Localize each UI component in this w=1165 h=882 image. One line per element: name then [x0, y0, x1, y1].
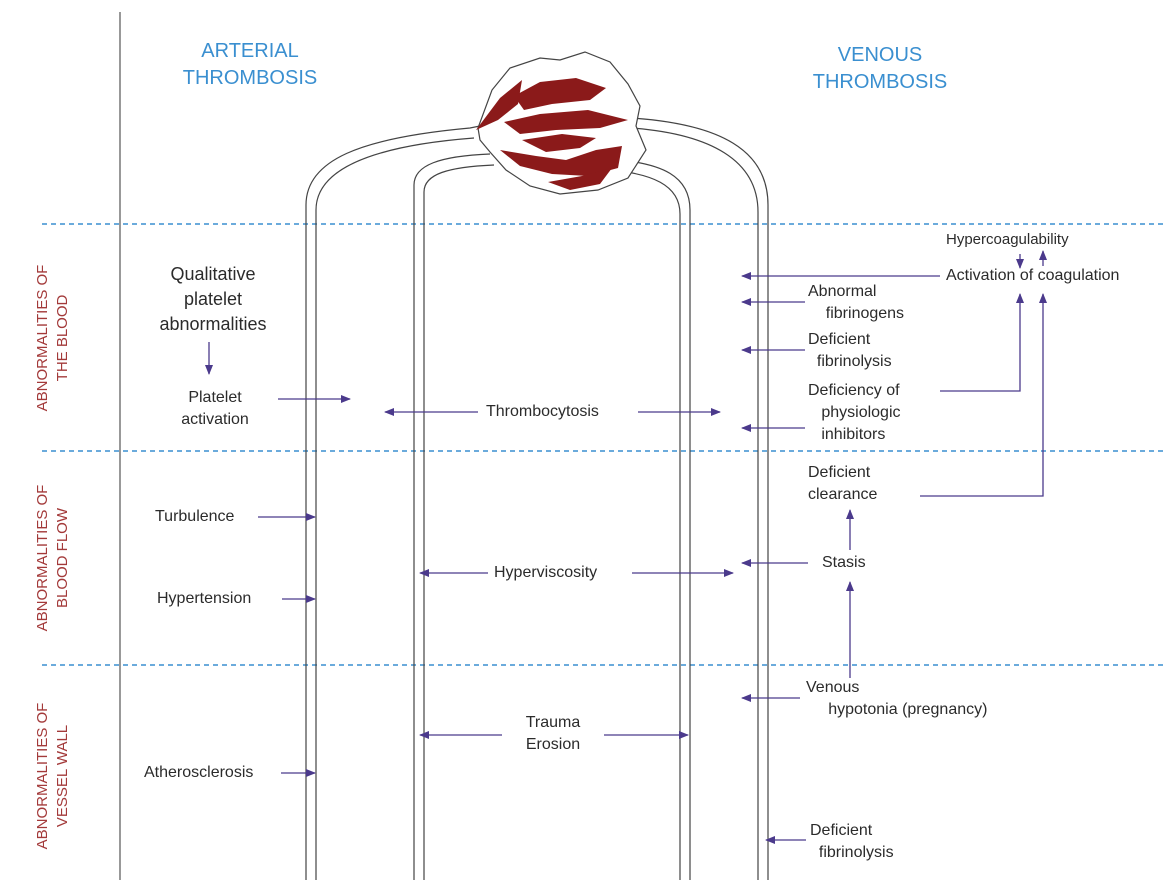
label-stasis: Stasis — [822, 554, 866, 571]
label-activation-coagulation: Activation of coagulation — [946, 267, 1120, 284]
arrows — [205, 250, 1047, 844]
thrombus-clot — [476, 51, 647, 195]
label-trauma-erosion: Trauma Erosion — [525, 714, 581, 753]
label-hypertension: Hypertension — [157, 590, 252, 607]
inner-vessel — [413, 153, 691, 880]
label-deficiency-inhibitors: Deficiency of physiologic inhibitors — [808, 382, 901, 443]
label-turbulence: Turbulence — [155, 508, 235, 525]
outer-vessel — [305, 117, 769, 880]
label-thrombocytosis: Thrombocytosis — [486, 403, 599, 420]
label-platelet-activation: Platelet activation — [181, 389, 249, 428]
arrow-inhibitors-activation — [940, 293, 1024, 392]
label-hypercoagulability: Hypercoagulability — [946, 231, 1069, 248]
label-venous-hypotonia: Venous hypotonia (pregnancy) — [806, 679, 988, 718]
arterial-thrombosis-header: ARTERIAL THROMBOSIS — [182, 40, 318, 89]
label-abnormal-fibrinogens: Abnormal fibrinogens — [808, 283, 905, 322]
section-label-wall: ABNORMALITIES OF VESSEL WALL — [34, 702, 71, 850]
venous-thrombosis-header: VENOUS THROMBOSIS — [812, 44, 948, 93]
arrow-clearance-activation — [920, 293, 1047, 497]
label-deficient-clearance: Deficient clearance — [808, 464, 878, 503]
label-atherosclerosis: Atherosclerosis — [144, 764, 254, 781]
label-hyperviscosity: Hyperviscosity — [494, 564, 598, 581]
label-deficient-fibrinolysis-2: Deficient fibrinolysis — [810, 822, 894, 861]
section-label-blood: ABNORMALITIES OF THE BLOOD — [34, 264, 71, 412]
label-qualitative-platelet: Qualitative platelet abnormalities — [159, 264, 267, 334]
section-label-flow: ABNORMALITIES OF BLOOD FLOW — [34, 484, 71, 632]
label-deficient-fibrinolysis-1: Deficient fibrinolysis — [808, 331, 892, 370]
